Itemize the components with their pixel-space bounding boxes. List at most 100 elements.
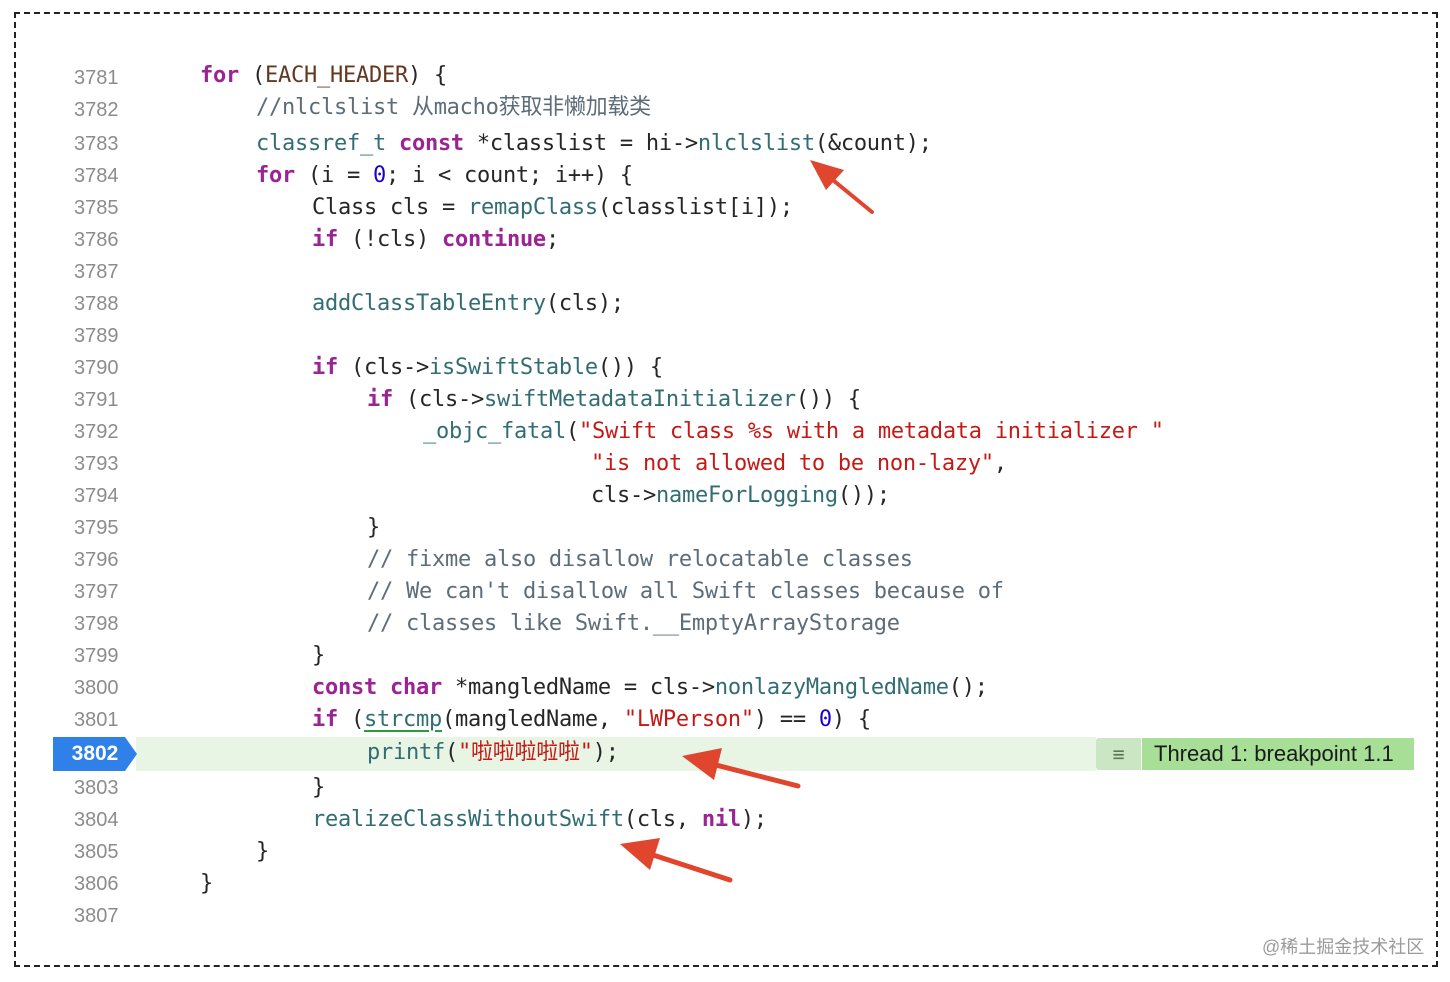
line-number[interactable]: 3800 [74, 677, 119, 699]
function-name: swiftMetadataInitializer [483, 387, 796, 412]
code-comment: // classes like Swift.__EmptyArrayStorag… [367, 611, 900, 636]
code-text: (&count); [814, 131, 932, 156]
code-text: ); [592, 740, 619, 765]
keyword: continue [441, 227, 546, 252]
code-text: ( [239, 63, 265, 88]
keyword: if [312, 707, 338, 732]
code-line: if (cls->swiftMetadataInitializer()) { [367, 386, 861, 414]
code-text: ( [565, 419, 579, 444]
line-number[interactable]: 3789 [74, 325, 119, 347]
line-number[interactable]: 3790 [74, 357, 119, 379]
line-number[interactable]: 3784 [74, 165, 119, 187]
function-name: nameForLogging [655, 483, 838, 508]
code-line: _objc_fatal("Swift class %s with a metad… [423, 418, 1164, 446]
line-number[interactable]: 3782 [74, 99, 119, 121]
code-line: for (EACH_HEADER) { [200, 62, 447, 90]
code-text: ; [545, 227, 559, 252]
keyword: const [398, 131, 464, 156]
line-number[interactable]: 3792 [74, 421, 119, 443]
code-frame [14, 12, 1438, 967]
code-line: cls->nameForLogging()); [591, 482, 890, 510]
keyword: for [200, 63, 239, 88]
code-line: } [312, 775, 325, 800]
number-literal: 0 [372, 163, 386, 188]
line-number[interactable]: 3795 [74, 517, 119, 539]
code-line: } [312, 643, 325, 668]
function-name: remapClass [467, 195, 598, 220]
line-number[interactable]: 3801 [74, 709, 119, 731]
line-number[interactable]: 3799 [74, 645, 119, 667]
code-line: if (cls->isSwiftStable()) { [312, 354, 663, 382]
string-literal: "Swift class %s with a metadata initiali… [578, 419, 1164, 444]
code-line: "is not allowed to be non-lazy", [591, 450, 1007, 478]
line-number[interactable]: 3805 [74, 841, 119, 863]
code-text: (!cls) [338, 227, 442, 252]
keyword: for [256, 163, 295, 188]
line-number[interactable]: 3803 [74, 777, 119, 799]
keyword: if [312, 227, 338, 252]
number-literal: 0 [818, 707, 832, 732]
line-number[interactable]: 3788 [74, 293, 119, 315]
code-text: ) == [753, 707, 819, 732]
code-line: classref_t const *classlist = hi->nlclsl… [256, 130, 932, 158]
line-number[interactable]: 3793 [74, 453, 119, 475]
function-name: strcmp [364, 707, 442, 732]
type-name: classref_t [256, 131, 399, 156]
code-text: ()) { [597, 355, 663, 380]
code-line: addClassTableEntry(cls); [312, 290, 624, 318]
code-line: const char *mangledName = cls->nonlazyMa… [312, 674, 988, 702]
code-line-current: printf("啦啦啦啦啦"); [367, 739, 619, 767]
line-number[interactable]: 3791 [74, 389, 119, 411]
arrow-icon [620, 838, 733, 883]
line-number[interactable]: 3806 [74, 873, 119, 895]
code-line: realizeClassWithoutSwift(cls, nil); [312, 806, 767, 834]
breakpoint-line-number[interactable]: 3802 [71, 742, 119, 765]
line-number[interactable]: 3794 [74, 485, 119, 507]
line-number[interactable]: 3783 [74, 133, 119, 155]
code-line: Class cls = remapClass(classlist[i]); [312, 194, 793, 222]
line-number[interactable]: 3796 [74, 549, 119, 571]
thread-breakpoint-label[interactable]: Thread 1: breakpoint 1.1 [1142, 738, 1414, 770]
function-name: nonlazyMangledName [714, 675, 949, 700]
line-number[interactable]: 3798 [74, 613, 119, 635]
line-number[interactable]: 3804 [74, 809, 119, 831]
code-line: if (strcmp(mangledName, "LWPerson") == 0… [312, 706, 871, 734]
line-number[interactable]: 3785 [74, 197, 119, 219]
line-number[interactable]: 3781 [74, 67, 119, 89]
code-text: (cls-> [338, 355, 429, 380]
current-line-highlight [136, 737, 1096, 771]
arrow-icon [682, 748, 801, 789]
code-text: (classlist[i]); [597, 195, 793, 220]
code-text: ); [740, 807, 767, 832]
code-text: *classlist = hi-> [463, 131, 698, 156]
breakpoint-arrow [125, 737, 137, 771]
breakpoint-marker[interactable] [53, 737, 125, 771]
watermark: @稀土掘金技术社区 [1262, 937, 1425, 957]
code-text: ()); [837, 483, 890, 508]
function-name: realizeClassWithoutSwift [312, 807, 624, 832]
line-number[interactable]: 3807 [74, 905, 119, 927]
string-literal: "LWPerson" [623, 707, 754, 732]
code-line: if (!cls) continue; [312, 226, 559, 254]
code-text: (cls); [545, 291, 624, 316]
code-line: for (i = 0; i < count; i++) { [256, 162, 633, 190]
line-number[interactable]: 3797 [74, 581, 119, 603]
code-text: Class cls = [312, 195, 468, 220]
code-text: ) { [407, 63, 447, 88]
line-number[interactable]: 3787 [74, 261, 119, 283]
code-text: ; i < count; i++) { [385, 163, 633, 188]
code-text: (); [948, 675, 988, 700]
arrow-icon [810, 160, 874, 214]
code-line: } [367, 515, 380, 540]
macro: EACH_HEADER [265, 63, 408, 88]
hamburger-icon[interactable]: ≡ [1096, 738, 1141, 770]
function-name: nlclslist [697, 131, 815, 156]
line-number[interactable]: 3786 [74, 229, 119, 251]
code-text: ( [444, 740, 458, 765]
code-text: ( [338, 707, 364, 732]
function-name: isSwiftStable [428, 355, 598, 380]
code-text: , [993, 451, 1007, 476]
keyword: if [312, 355, 338, 380]
function-name: addClassTableEntry [312, 291, 546, 316]
